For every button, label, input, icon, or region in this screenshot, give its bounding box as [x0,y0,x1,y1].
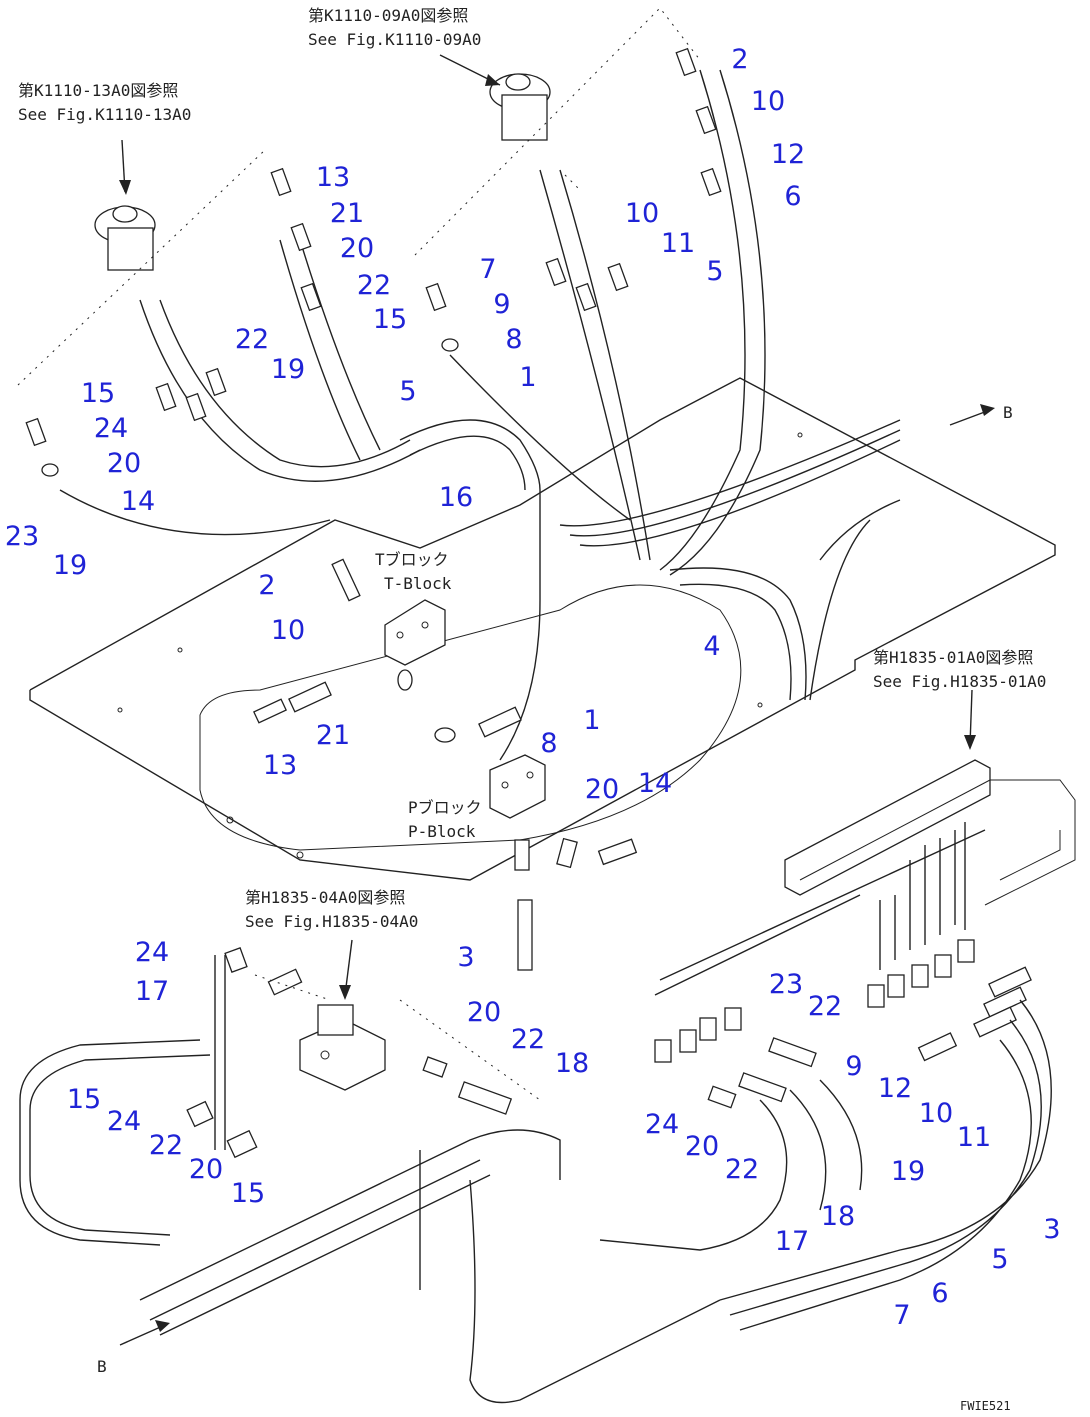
ref-h1835-04a0-en: See Fig.H1835-04A0 [245,912,418,931]
base-plate-cutout [199,584,742,851]
callout-22: 22 [357,270,391,301]
callout-11: 11 [661,228,695,259]
callout-24: 24 [107,1106,141,1137]
t-block-label-en: T-Block [384,574,452,593]
callout-12: 12 [771,139,805,170]
callout-18: 18 [555,1048,589,1079]
callout-10: 10 [271,615,305,646]
callout-20: 20 [685,1131,719,1162]
p-block-label-en: P-Block [408,822,476,841]
callout-15: 15 [373,304,407,335]
callout-14: 14 [121,486,155,517]
callout-3: 3 [457,942,474,973]
p-block [489,754,546,819]
callout-10: 10 [919,1098,953,1129]
callout-23: 23 [769,969,803,1000]
callout-13: 13 [263,750,297,781]
callout-10: 10 [751,86,785,117]
fittings-lower-right [654,939,1032,1109]
callout-24: 24 [645,1109,679,1140]
callout-2: 2 [258,570,275,601]
callout-20: 20 [340,233,374,264]
callout-5: 5 [706,256,723,287]
callout-20: 20 [585,774,619,805]
callout-3: 3 [1043,1214,1060,1245]
callout-7: 7 [893,1300,910,1331]
hose-bundle-right [449,69,901,576]
callout-6: 6 [931,1278,948,1309]
callout-9: 9 [845,1051,862,1082]
right-manifold [784,759,991,896]
callout-5: 5 [991,1244,1008,1275]
callout-22: 22 [149,1130,183,1161]
callout-4: 4 [703,631,720,662]
callout-24: 24 [94,413,128,444]
arrow-b-top [949,404,995,426]
callout-22: 22 [511,1024,545,1055]
callout-13: 13 [316,162,350,193]
p-block-label-jp: Pブロック [408,798,482,817]
pilot-valve-right [489,73,551,141]
callout-20: 20 [467,997,501,1028]
drawing-code: FWIE521 [960,1399,1011,1413]
callout-19: 19 [53,550,87,581]
ref-k1110-09a0-en: See Fig.K1110-09A0 [308,30,481,49]
callout-1: 1 [583,705,600,736]
ref-h1835-01a0-en: See Fig.H1835-01A0 [873,672,1046,691]
callout-20: 20 [189,1154,223,1185]
callout-5: 5 [399,376,416,407]
callout-10: 10 [625,198,659,229]
ref-h1835-04a0-jp: 第H1835-04A0図参照 [245,888,405,907]
arrow-b-bottom-label: B [97,1357,107,1376]
callout-20: 20 [107,448,141,479]
callout-24: 24 [135,937,169,968]
p-block-fittings [434,706,638,971]
callout-17: 17 [775,1226,809,1257]
callout-15: 15 [81,378,115,409]
callout-7: 7 [479,254,496,285]
ref-k1110-13a0-jp: 第K1110-13A0図参照 [18,81,178,100]
hose-bundle-lower-right [599,999,1052,1331]
callout-22: 22 [808,991,842,1022]
callout-18: 18 [821,1201,855,1232]
callout-21: 21 [330,198,364,229]
callout-14: 14 [638,768,672,799]
callout-6: 6 [784,181,801,212]
callout-11: 11 [957,1122,991,1153]
fittings-lower-left [186,947,513,1159]
callout-19: 19 [271,354,305,385]
t-block-label-jp: Tブロック [375,550,449,569]
callout-8: 8 [540,728,557,759]
callout-1: 1 [519,362,536,393]
callout-15: 15 [231,1178,265,1209]
arrow-b-bottom [119,1320,170,1346]
ref-k1110-13a0-en: See Fig.K1110-13A0 [18,105,191,124]
hose-bundle-left [59,239,421,536]
callout-8: 8 [505,324,522,355]
fittings-upper [25,47,722,477]
t-block [384,599,446,666]
ref-k1110-09a0-jp: 第K1110-09A0図参照 [308,6,468,25]
callout-23: 23 [5,521,39,552]
ref-h1835-01a0-jp: 第H1835-01A0図参照 [873,648,1033,667]
callout-16: 16 [439,482,473,513]
callout-12: 12 [878,1073,912,1104]
arrow-b-top-label: B [1003,403,1013,422]
callout-21: 21 [316,720,350,751]
callout-9: 9 [493,289,510,320]
lower-left-hose-loop [19,1039,211,1246]
callout-15: 15 [67,1084,101,1115]
base-plate-outline [29,377,1056,881]
pilot-valve-left [94,205,156,271]
lower-valve [299,1004,386,1091]
callout-22: 22 [725,1154,759,1185]
callout-2: 2 [731,44,748,75]
callout-22: 22 [235,324,269,355]
callout-19: 19 [891,1156,925,1187]
t-block-fittings [253,558,413,724]
callout-17: 17 [135,976,169,1007]
